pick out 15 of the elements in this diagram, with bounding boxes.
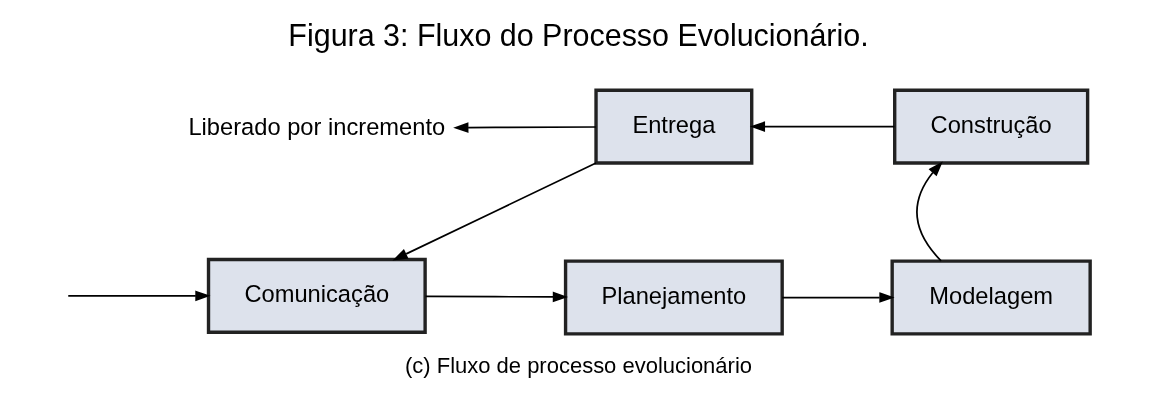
node-text: Liberado por incremento <box>188 113 446 140</box>
arrow <box>424 291 569 303</box>
node-box: Comunicação <box>206 257 427 334</box>
arrow <box>749 121 896 132</box>
node-box: Construção <box>893 88 1090 165</box>
diagram-title: Figura 3: Fluxo do Processo Evolucionário. <box>288 18 869 53</box>
arrow <box>392 162 597 261</box>
arrow <box>781 292 895 303</box>
node-box: Entrega <box>594 88 754 165</box>
arrow <box>67 290 211 302</box>
arrow <box>916 161 943 262</box>
node-box: Planejamento <box>563 259 784 336</box>
node-box: Modelagem <box>890 259 1092 336</box>
caption: (c) Fluxo de processo evolucionário <box>404 352 753 378</box>
arrow <box>453 122 597 133</box>
